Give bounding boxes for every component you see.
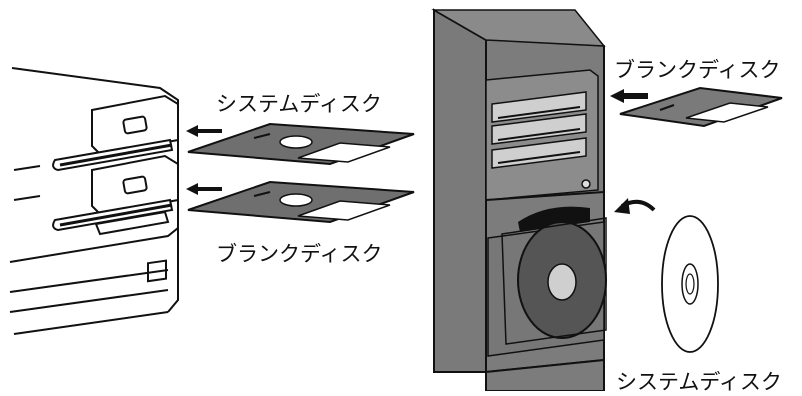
eject-curved-arrow [614,198,656,214]
label-system-disk-left: システムディスク [216,92,382,116]
insert-arrow-upper [186,125,222,137]
label-blank-disk-left: ブランクディスク [216,242,383,266]
floppy-drive-lower [52,154,179,236]
right-blank-floppy [619,86,783,128]
system-floppy-disk [187,122,415,166]
system-cd [661,215,719,353]
label-system-cd-right: システムディスク [616,370,782,394]
insert-arrow-lower [186,183,222,195]
floppy-drive-upper [52,94,179,172]
cd-in-tray [501,217,607,345]
label-blank-disk-right: ブランクディスク [614,58,781,82]
insert-arrow-right [610,89,648,103]
blank-floppy-disk [187,180,415,224]
